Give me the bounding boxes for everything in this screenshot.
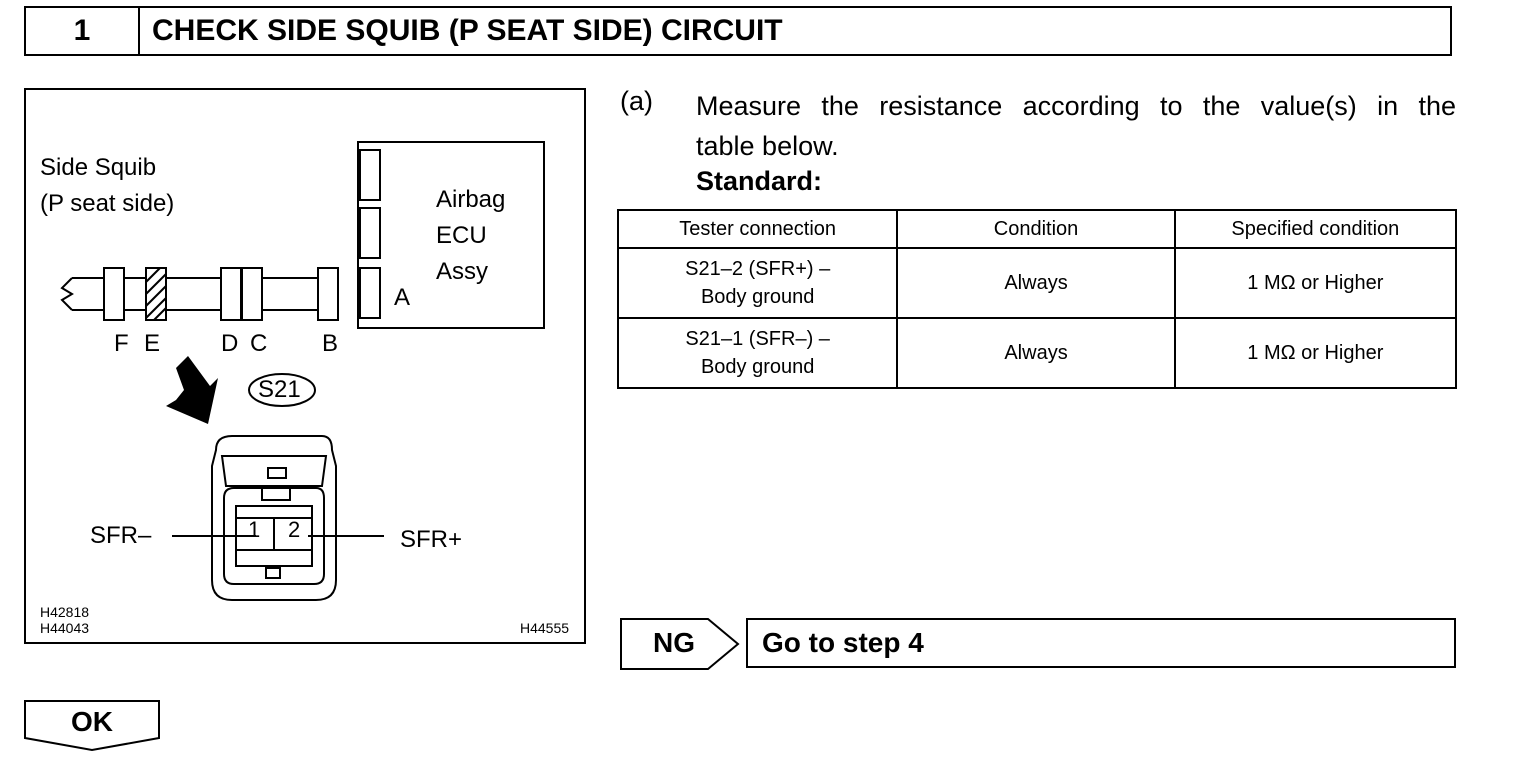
- ok-arrow-icon: [24, 700, 160, 752]
- figure-code-3: H44555: [520, 620, 570, 636]
- cell-tester: S21–2 (SFR+) – Body ground: [616, 247, 899, 319]
- ng-action-box: Go to step 4: [746, 618, 1456, 668]
- connector-id: S21: [258, 376, 301, 403]
- pin-1-label: 1: [248, 517, 261, 542]
- pin-2-label: 2: [288, 517, 301, 542]
- letter-f: F: [114, 330, 129, 357]
- connector-f: [103, 267, 125, 321]
- connector-d: [220, 267, 242, 321]
- step-title: CHECK SIDE SQUIB (P SEAT SIDE) CIRCUIT: [152, 14, 783, 47]
- cell-tester: S21–1 (SFR–) – Body ground: [616, 317, 899, 389]
- table-row: S21–1 (SFR–) – Body ground Always 1 MΩ o…: [616, 317, 1458, 389]
- sfr-plus-label: SFR+: [400, 526, 463, 553]
- ecu-label-3: Assy: [436, 258, 489, 285]
- standard-label: Standard:: [696, 166, 823, 196]
- instruction-marker: (a): [620, 86, 653, 116]
- letter-e: E: [144, 330, 161, 357]
- cell-spec: 1 MΩ or Higher: [1173, 247, 1458, 319]
- letter-c: C: [250, 330, 268, 357]
- letter-b: B: [322, 330, 339, 357]
- cell-condition: Always: [896, 247, 1176, 319]
- connector-diagram: [60, 141, 545, 601]
- letter-a: A: [394, 284, 411, 311]
- header-tester: Tester connection: [616, 209, 899, 249]
- sfr-minus-label: SFR–: [90, 522, 152, 549]
- tester-line-1: S21–1 (SFR–) –: [685, 328, 830, 350]
- connector-figure: Side Squib (P seat side) Airbag ECU Assy…: [24, 88, 586, 644]
- figure-code-2: H44043: [40, 620, 90, 636]
- tester-line-2: Body ground: [700, 286, 815, 308]
- cell-spec: 1 MΩ or Higher: [1173, 317, 1458, 389]
- instruction-line-2: table below.: [696, 131, 839, 161]
- step-header: 1 CHECK SIDE SQUIB (P SEAT SIDE) CIRCUIT: [24, 6, 1452, 56]
- ng-arrow-icon: [620, 618, 740, 670]
- ecu-box: [357, 141, 545, 329]
- table-row: S21–2 (SFR+) – Body ground Always 1 MΩ o…: [616, 247, 1458, 319]
- spec-table: Tester connection Condition Specified co…: [616, 209, 1458, 389]
- ng-label: NG: [653, 627, 695, 658]
- pin-2-cell: [273, 517, 313, 551]
- tester-line-2: Body ground: [700, 356, 815, 378]
- ecu-label-2: ECU: [436, 222, 487, 249]
- ok-label: OK: [71, 706, 113, 737]
- ecu-slot-2: [359, 207, 381, 259]
- ok-indicator: OK: [24, 700, 160, 752]
- connector-c: [241, 267, 263, 321]
- connector-b: [317, 267, 339, 321]
- instruction-text: Measure the resistance according to the …: [696, 86, 1456, 166]
- cell-condition: Always: [896, 317, 1176, 389]
- header-spec: Specified condition: [1173, 209, 1458, 249]
- figure-code-1: H42818: [40, 604, 90, 620]
- header-condition: Condition: [896, 209, 1176, 249]
- harness-line: [72, 277, 105, 311]
- side-squib-label-1: Side Squib: [40, 154, 157, 181]
- tester-line-1: S21–2 (SFR+) –: [685, 258, 831, 280]
- connector-id-ellipse: [248, 373, 316, 407]
- ecu-slot-1: [359, 149, 381, 201]
- letter-d: D: [221, 330, 239, 357]
- ecu-slot-a: [359, 267, 381, 319]
- arrow-icon: [166, 356, 218, 424]
- ecu-label-1: Airbag: [436, 186, 506, 213]
- step-number: 1: [26, 8, 140, 54]
- instruction-line-1: Measure the resistance according to the …: [696, 91, 1456, 121]
- ng-indicator: NG: [620, 618, 740, 670]
- side-squib-label-2: (P seat side): [40, 190, 175, 217]
- connector-face-inner: [223, 487, 325, 585]
- connector-face-outer: [211, 435, 337, 601]
- table-header-row: Tester connection Condition Specified co…: [616, 209, 1458, 249]
